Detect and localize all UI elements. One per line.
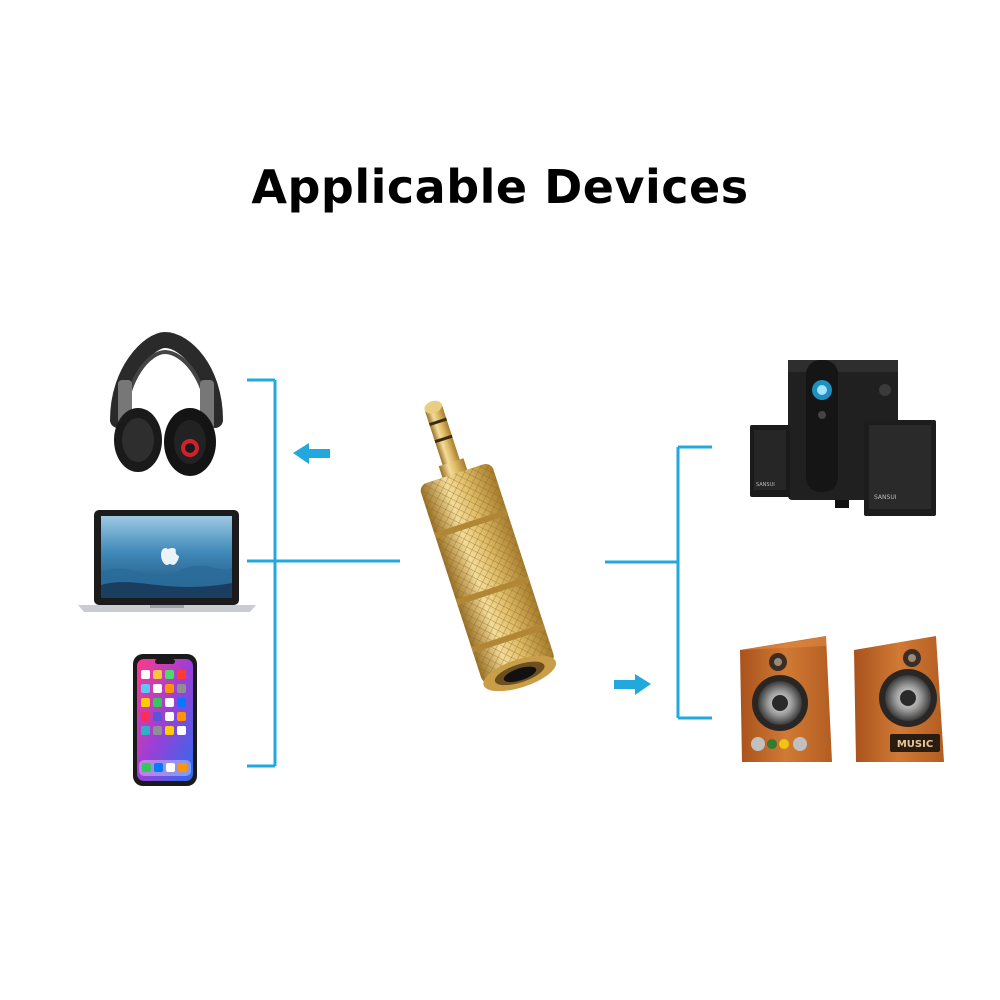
right-bracket-lines <box>605 445 712 720</box>
app-grid <box>141 670 186 735</box>
arrow-left-icon <box>293 443 330 464</box>
speaker-music-badge: MUSIC <box>897 739 933 750</box>
left-bracket-lines <box>247 378 400 768</box>
page-title: Applicable Devices <box>251 160 749 214</box>
wooden-speakers-icon: MUSIC <box>740 636 944 762</box>
smartphone-icon <box>133 654 197 786</box>
svg-text:SANSUI: SANSUI <box>756 482 775 488</box>
audio-adapter-icon <box>420 400 557 692</box>
svg-text:SANSUI: SANSUI <box>874 494 897 501</box>
subwoofer-speakers-icon: SANSUI SANSUI <box>750 360 936 516</box>
headphones-icon <box>110 331 223 476</box>
laptop-icon <box>78 510 256 612</box>
arrow-right-icon <box>614 674 651 695</box>
